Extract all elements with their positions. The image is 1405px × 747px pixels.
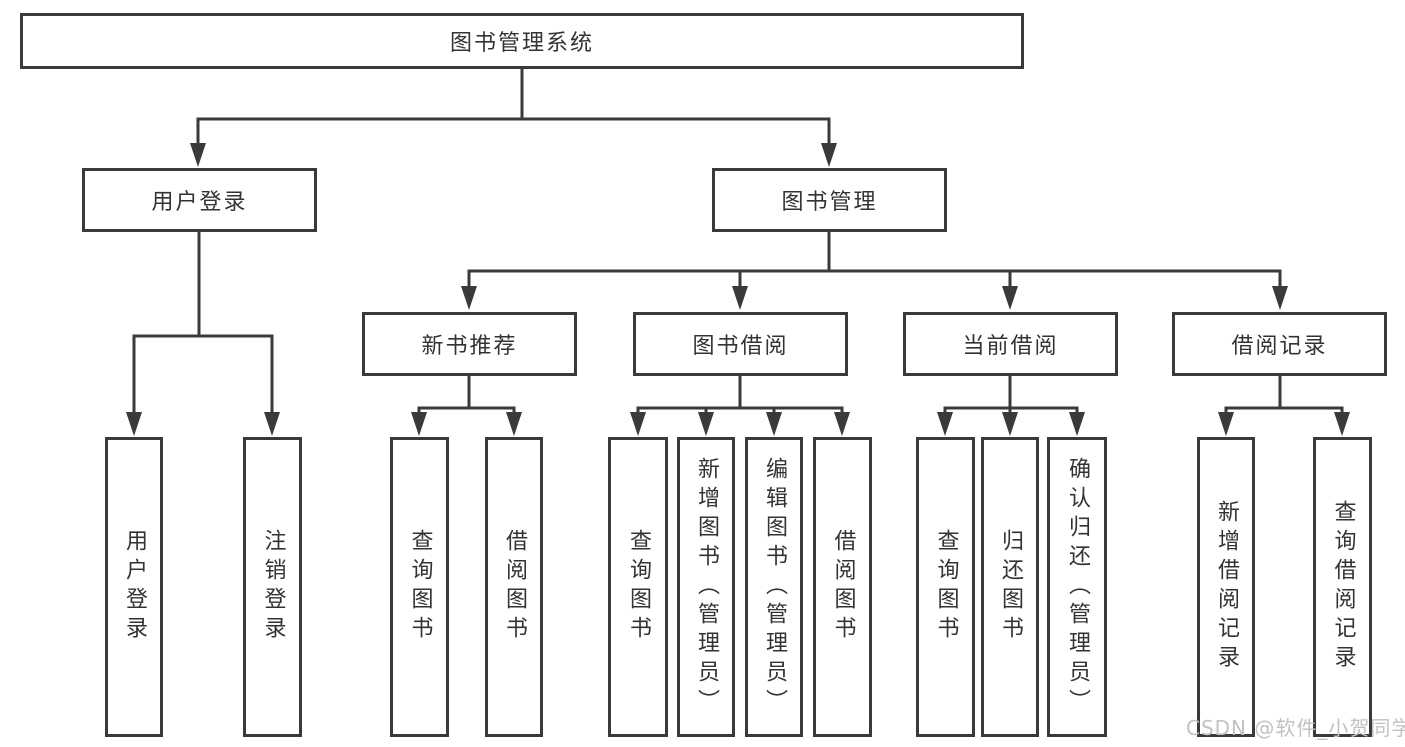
node-library-system: 图书管理系统 xyxy=(20,13,1024,69)
node-borrowing-records: 借阅记录 xyxy=(1172,312,1387,376)
leaf-logout-label: 注销登录 xyxy=(260,529,286,645)
csdn-watermark: CSDN @软件_小贺同学 xyxy=(1186,716,1405,740)
leaf-confirm-return-admin: 确认归还（管理员） xyxy=(1047,437,1107,737)
connector-record-branch xyxy=(1224,376,1344,414)
connector-borrow-branch xyxy=(636,376,844,414)
node-book-borrowing: 图书借阅 xyxy=(633,312,848,376)
connector-userlogin-branch xyxy=(132,232,274,414)
node-current-borrowing: 当前借阅 xyxy=(903,312,1118,376)
leaf-query-books-1-label: 查询图书 xyxy=(407,529,433,645)
leaf-user-login-label: 用户登录 xyxy=(122,529,147,645)
leaf-query-books-2-label: 查询图书 xyxy=(626,529,651,645)
leaf-add-borrow-record-label: 新增借阅记录 xyxy=(1214,500,1239,674)
leaf-borrow-books-2-label: 借阅图书 xyxy=(830,529,856,645)
leaf-edit-books-admin: 编辑图书（管理员） xyxy=(745,437,803,737)
leaf-borrow-books-1-label: 借阅图书 xyxy=(502,529,527,645)
connector-root-to-level2 xyxy=(196,69,831,145)
leaf-query-books-2: 查询图书 xyxy=(608,437,668,737)
arrowheads-level3 xyxy=(461,286,1288,310)
leaf-query-borrow-record: 查询借阅记录 xyxy=(1313,437,1372,737)
leaf-return-books-label: 归还图书 xyxy=(998,529,1023,645)
connector-newrec-branch xyxy=(417,376,516,414)
node-user-login: 用户登录 xyxy=(82,168,317,232)
leaf-return-books: 归还图书 xyxy=(981,437,1039,737)
leaf-query-books-3-label: 查询图书 xyxy=(933,529,959,645)
node-book-management: 图书管理 xyxy=(712,168,947,232)
leaf-add-borrow-record: 新增借阅记录 xyxy=(1197,437,1255,737)
leaf-add-books-admin: 新增图书（管理员） xyxy=(677,437,735,737)
leaf-confirm-return-admin-label: 确认归还（管理员） xyxy=(1065,456,1090,718)
leaf-query-books-3: 查询图书 xyxy=(916,437,975,737)
leaf-edit-books-admin-label: 编辑图书（管理员） xyxy=(762,456,787,718)
node-new-book-recommend: 新书推荐 xyxy=(362,312,577,376)
leaf-user-login: 用户登录 xyxy=(105,437,163,737)
leaf-add-books-admin-label: 新增图书（管理员） xyxy=(694,456,719,718)
connector-current-branch xyxy=(943,376,1079,414)
leaf-query-borrow-record-label: 查询借阅记录 xyxy=(1330,500,1356,674)
arrowheads-leaves xyxy=(126,412,1350,436)
leaf-borrow-books-2: 借阅图书 xyxy=(813,437,872,737)
leaf-borrow-books-1: 借阅图书 xyxy=(485,437,543,737)
leaf-logout: 注销登录 xyxy=(243,437,302,737)
leaf-query-books-1: 查询图书 xyxy=(390,437,449,737)
connector-bookmgmt-branch xyxy=(467,232,1282,288)
arrowheads-level2 xyxy=(190,143,837,167)
